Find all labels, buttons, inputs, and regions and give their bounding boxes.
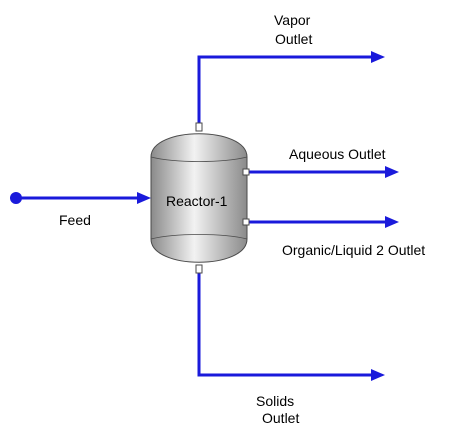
organic-label: Organic/Liquid 2 Outlet	[282, 242, 425, 258]
feed-stream[interactable]: Feed	[10, 192, 151, 228]
feed-label: Feed	[59, 212, 91, 228]
vessel-top-seam	[150, 156, 248, 162]
reactor-name-label: Reactor-1	[166, 193, 228, 209]
aqueous-outlet-stream[interactable]: Aqueous Outlet	[247, 146, 399, 178]
vessel-bottom-seam	[150, 234, 248, 240]
organic-outlet-stream[interactable]: Organic/Liquid 2 Outlet	[247, 216, 425, 258]
solids-outlet-line[interactable]	[197, 271, 371, 377]
solids-label-line1: Solids	[256, 393, 294, 409]
aqueous-label: Aqueous Outlet	[289, 146, 386, 162]
vapor-label-line1: Vapor	[274, 12, 311, 28]
solids-arrowhead-icon	[371, 369, 385, 381]
vapor-outlet-stream[interactable]: Vapor Outlet	[197, 12, 385, 124]
aqueous-arrowhead-icon	[385, 166, 399, 178]
vapor-arrowhead-icon	[371, 51, 385, 63]
reactor-1-block[interactable]: Reactor-1	[150, 122, 250, 274]
aqueous-nozzle-port-icon	[242, 168, 250, 176]
organic-arrowhead-icon	[385, 216, 399, 228]
vapor-outlet-line[interactable]	[197, 55, 371, 124]
solids-outlet-stream[interactable]: Solids Outlet	[197, 271, 385, 426]
organic-nozzle-port-icon	[242, 218, 250, 226]
solids-label-line2: Outlet	[262, 410, 299, 426]
feed-arrowhead-icon	[137, 192, 151, 204]
vapor-label-line2: Outlet	[275, 31, 312, 47]
vapor-nozzle-port-icon	[195, 122, 203, 132]
solids-nozzle-port-icon	[195, 264, 203, 274]
